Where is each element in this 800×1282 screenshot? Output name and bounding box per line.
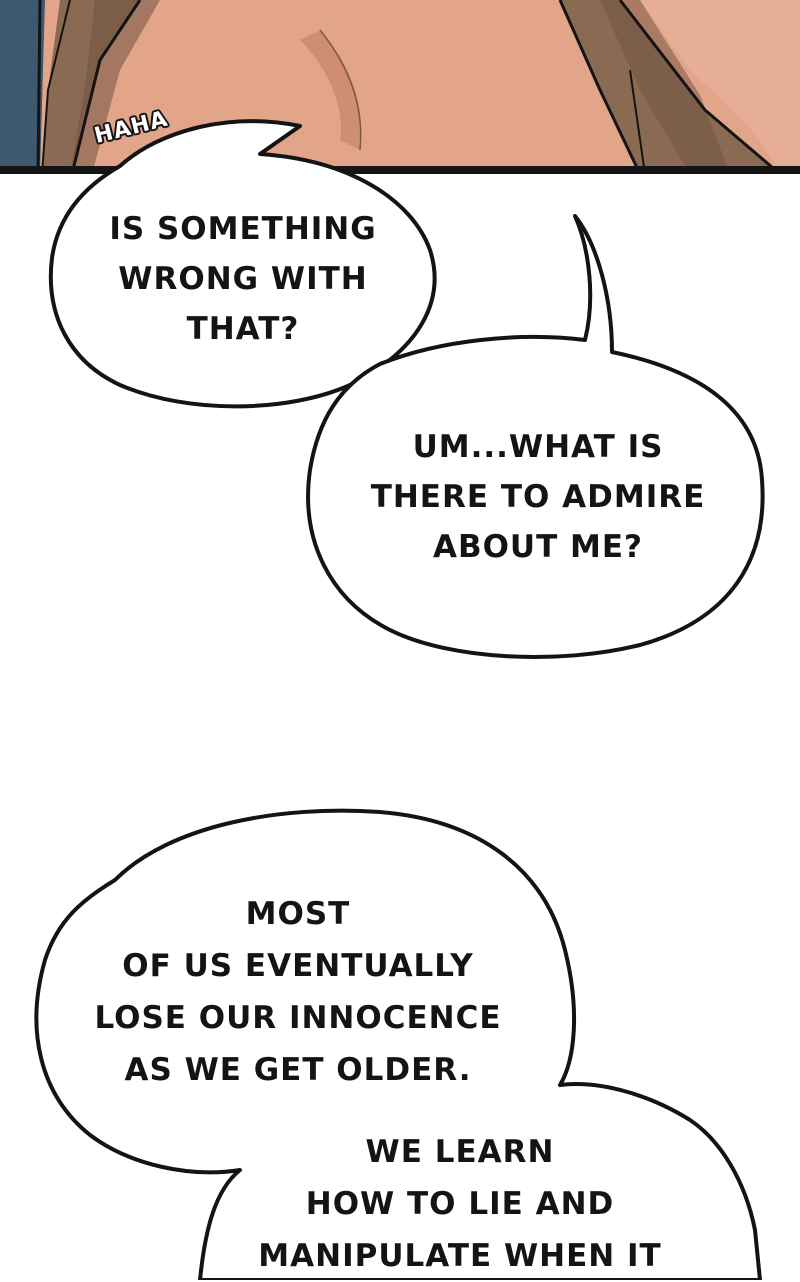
character-art [0,0,800,174]
speech-bubble-2 [306,214,765,659]
bubble-3-text: MOST OF US EVENTUALLY LOSE OUR INNOCENCE… [58,888,538,1096]
bubble-4-line-2: HOW TO LIE AND [305,1186,615,1222]
hair-shadow-right [600,0,730,174]
bubble-1-line-2: WRONG WITH [118,261,368,297]
panel-border [0,166,800,174]
speech-bubble-3 [34,808,762,1280]
comic-art-panel [0,0,800,174]
hair-shadow-left [70,0,160,174]
ink-line [629,69,646,174]
bubble-2-line-1: UM...WHAT IS [412,429,664,465]
bubble-2-line-3: ABOUT ME? [432,529,644,565]
bubble-1-line-3: THAT? [186,311,300,347]
ink-line [558,0,642,174]
bubble-4-line-3: MANIPULATE WHEN IT [258,1238,662,1274]
bubble-4-text: WE LEARN HOW TO LIE AND MANIPULATE WHEN … [230,1126,690,1282]
ink-line [319,29,362,151]
skin-shadow [300,30,362,150]
skin-highlight [640,0,800,174]
bubble-3-line-1: MOST [245,896,351,932]
bubble-4-line-1: WE LEARN [365,1134,555,1170]
ink-line [70,0,142,174]
bubble-3-line-4: AS WE GET OLDER. [124,1052,472,1088]
bubble-1-text: IS SOMETHING WRONG WITH THAT? [78,204,408,354]
ink-line [36,0,42,174]
bubble-3-line-2: OF US EVENTUALLY [122,948,474,984]
ink-line [618,0,781,174]
bubble-3-line-3: LOSE OUR INNOCENCE [94,1000,502,1036]
jacket-area [0,0,45,174]
ink-line [41,0,71,174]
bubble-1-line-1: IS SOMETHING [109,211,377,247]
bubble-2-line-2: THERE TO ADMIRE [370,479,706,515]
bubble-2-text: UM...WHAT IS THERE TO ADMIRE ABOUT ME? [348,422,728,572]
